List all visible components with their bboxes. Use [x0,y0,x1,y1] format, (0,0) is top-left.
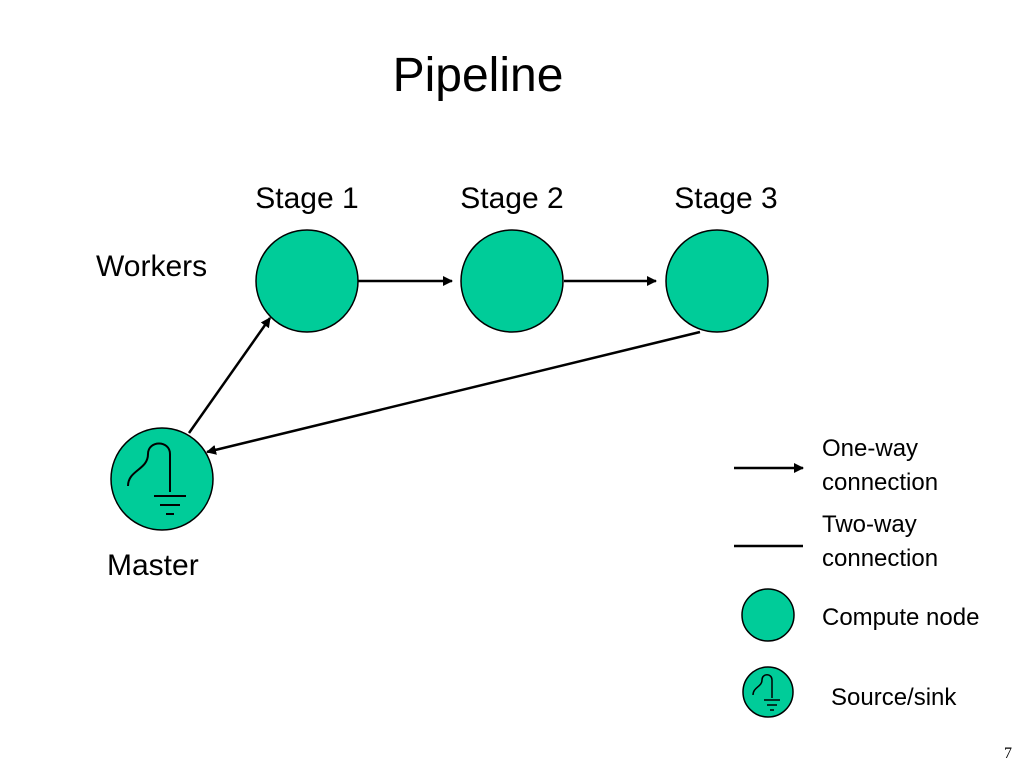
master-label: Master [107,549,199,582]
legend-two-way-label: Two-way connection [822,511,939,572]
legend-compute-node-label: Compute node [822,604,980,631]
edge-master-to-stage1 [187,317,272,434]
legend-one-way-label: One-way connection [822,435,939,496]
stage-3-label: Stage 3 [674,182,778,215]
legend-compute-node-icon [741,588,795,642]
edge-stage3-to-master [206,330,701,455]
stage-2-label: Stage 2 [460,182,564,215]
stage-2-node [460,229,564,333]
legend-source-sink-label: Source/sink [831,684,957,711]
source-sink-icon [127,442,186,515]
page-number: 7 [1004,745,1012,762]
stage-3-node [665,229,769,333]
stage-1-node [255,229,359,333]
master-node [110,427,214,531]
stage-1-label: Stage 1 [255,182,359,215]
page-title: Pipeline [392,49,564,102]
workers-label: Workers [96,250,208,283]
legend-source-sink-icon [742,666,794,718]
